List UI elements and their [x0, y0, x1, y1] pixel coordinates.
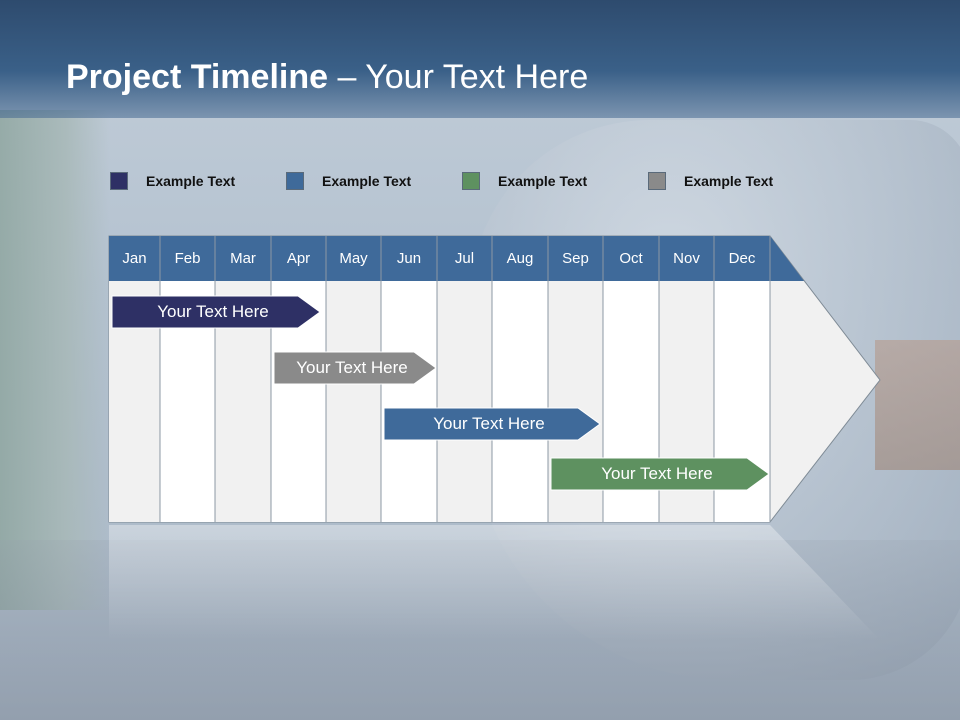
background-structure — [0, 110, 110, 610]
legend-label-3: Example Text — [498, 173, 588, 189]
month-label-dec: Dec — [728, 250, 756, 267]
month-column — [437, 281, 492, 522]
month-column — [381, 281, 437, 522]
month-column — [326, 281, 381, 522]
title-rest: – Your Text Here — [328, 58, 589, 96]
background-building — [875, 340, 960, 470]
month-label-may: May — [339, 250, 368, 267]
legend-item-3: Example Text — [462, 170, 587, 192]
timeline-reflection — [109, 525, 880, 640]
month-header-bar — [109, 236, 804, 281]
legend-swatch-1 — [110, 172, 128, 190]
month-label-jul: Jul — [454, 250, 475, 267]
legend-swatch-4 — [648, 172, 666, 190]
legend-swatch-2 — [286, 172, 304, 190]
month-label-jun: Jun — [396, 250, 422, 267]
legend-item-1: Example Text — [110, 170, 235, 192]
month-label-sep: Sep — [562, 250, 589, 267]
legend-swatch-3 — [462, 172, 480, 190]
task-bar-3 — [383, 407, 601, 441]
month-column — [492, 281, 548, 522]
month-label-mar: Mar — [230, 250, 256, 267]
legend-item-2: Example Text — [286, 170, 411, 192]
task-label-1: Your Text Here — [157, 302, 269, 321]
month-label-apr: Apr — [286, 250, 311, 267]
task-bar-2 — [273, 351, 437, 385]
month-label-feb: Feb — [174, 250, 201, 267]
title-banner — [0, 0, 960, 118]
month-label-oct: Oct — [619, 250, 643, 267]
month-label-aug: Aug — [506, 250, 534, 267]
legend-label-4: Example Text — [684, 173, 774, 189]
task-bar-1 — [111, 295, 321, 329]
legend-label-2: Example Text — [322, 173, 412, 189]
task-label-3: Your Text Here — [433, 414, 545, 433]
legend-item-4: Example Text — [648, 170, 773, 192]
title-bold: Project Timeline — [66, 58, 329, 96]
task-bar-4 — [550, 457, 770, 491]
legend-label-1: Example Text — [146, 173, 236, 189]
slide-title: Project Timeline – Your Text Here — [66, 58, 588, 97]
task-label-2: Your Text Here — [296, 358, 408, 377]
month-label-jan: Jan — [122, 250, 147, 267]
month-label-nov: Nov — [673, 250, 700, 267]
task-label-4: Your Text Here — [601, 464, 713, 483]
